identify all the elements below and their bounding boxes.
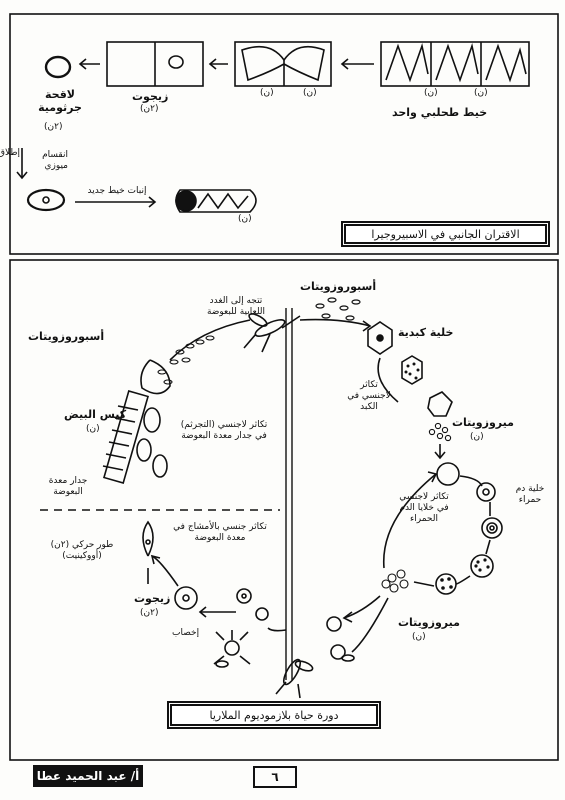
asexual-blood-label: تكاثر لاجنسي في خلايا الدم الحمراء xyxy=(399,492,449,524)
bottom-section-frame xyxy=(9,259,559,761)
oocyst-icon xyxy=(143,407,161,433)
oocyst-ploidy: (ن) xyxy=(86,424,100,434)
bottom-caption: دورة حياة بلازموديوم الملاريا xyxy=(170,704,378,726)
germ-ball-icon xyxy=(44,55,72,79)
zygote-label: زيجوت xyxy=(132,90,169,103)
ring-stage-cell xyxy=(481,517,503,539)
schizont-cell xyxy=(470,554,494,578)
female-gamete-icon xyxy=(236,588,252,604)
gametocyte-cell-1 xyxy=(326,616,342,632)
conj-ploidy: (ن) xyxy=(303,88,317,98)
merozoites-label-2: ميروزويتات xyxy=(398,616,460,629)
germ-ball-ploidy: (٢ن) xyxy=(44,122,63,132)
liver-cell-label: خلية كبدية xyxy=(398,326,454,339)
page-number: ٦ xyxy=(253,766,297,788)
arrow-blood-loop xyxy=(382,473,437,569)
gut-wall-label: جدار معدة البعوضة xyxy=(48,476,88,497)
zygote-icon xyxy=(168,55,184,69)
germ-ball-label: لاقحة جرثومية xyxy=(38,88,82,114)
to-salivary-label: تتجه إلى الغدد اللعابية للبعوضة xyxy=(206,296,266,317)
conj-ploidy-2: (ن) xyxy=(260,88,274,98)
germinate-label: إنبات خيط جديد xyxy=(87,186,147,196)
male-gamete-icon xyxy=(213,630,251,665)
zygote-bottom-label: زيجوت xyxy=(134,592,171,605)
zygote-ploidy: (٢ن) xyxy=(140,104,159,114)
red-blood-cell-icon xyxy=(436,462,460,486)
merozoites-ploidy-2: (ن) xyxy=(412,632,426,642)
asexual-liver-label: تكاثر لاجنسي في الكبد xyxy=(347,380,391,412)
merozoites-label-1: ميروزويتات xyxy=(452,416,514,429)
meiosis-cell xyxy=(26,188,66,212)
top-section-frame xyxy=(9,13,559,255)
oocyst-burst xyxy=(140,359,171,395)
oocyst-label: كيس البيض xyxy=(64,408,127,421)
merozoites-ploidy-1: (ن) xyxy=(470,432,484,442)
meiosis-label: انقسام ميوزي xyxy=(42,150,68,171)
asexual-mosquito-label: تكاثر لاجنسي (التجرثم) في جدار معدة البع… xyxy=(180,420,268,441)
new-filament-ploidy: (ن) xyxy=(238,214,252,224)
filament-ploidy-2: (ن) xyxy=(424,88,438,98)
conjugating-cells xyxy=(234,41,332,87)
red-cell-label: خلية دم حمراء xyxy=(515,484,545,505)
spiral-chloroplast xyxy=(385,43,429,83)
ruptured-liver-cell xyxy=(427,391,453,417)
sporozoites-top-label: أسبوروزويتات xyxy=(300,280,377,293)
fertilization-label: إخصاب xyxy=(172,628,200,638)
liver-schizont xyxy=(401,355,423,385)
mosquito-gut-wall xyxy=(102,389,150,485)
zygote-bottom-ploidy: (٢ن) xyxy=(140,608,159,618)
author-name: أ/ عبد الحميد عطا xyxy=(33,765,143,787)
arrow-to-salivary xyxy=(169,319,251,361)
zygote-circle-icon xyxy=(174,586,198,610)
mosquito-top-icon xyxy=(243,313,301,353)
algal-filament xyxy=(380,41,530,87)
released-merozoites xyxy=(381,569,409,593)
sporozoites-left-label: أسبوروزويتات xyxy=(28,330,105,343)
sexual-mosquito-label: تكاثر جنسي بالأمشاج في معدة البعوضة xyxy=(173,522,267,543)
release-label: إطلاق xyxy=(0,148,20,158)
ookinete-icon xyxy=(142,520,154,557)
ookinete-label: طور حركي (٢ن) (أووكينيت) xyxy=(50,540,114,561)
top-caption: الاقتران الجانبي في الاسبيروجيرا xyxy=(344,224,547,244)
filament-ploidy: (ن) xyxy=(474,88,488,98)
gametocyte-cell-2 xyxy=(330,644,346,660)
liver-cell-icon xyxy=(367,321,393,355)
mature-schizont-cell xyxy=(435,573,457,595)
arrow-liver-loop xyxy=(377,357,399,403)
filament-label: خيط طحلبي واحد xyxy=(392,106,488,119)
mosquito-bottom-icon xyxy=(275,658,314,699)
arrow-sporozoites-to-liver xyxy=(299,318,371,327)
